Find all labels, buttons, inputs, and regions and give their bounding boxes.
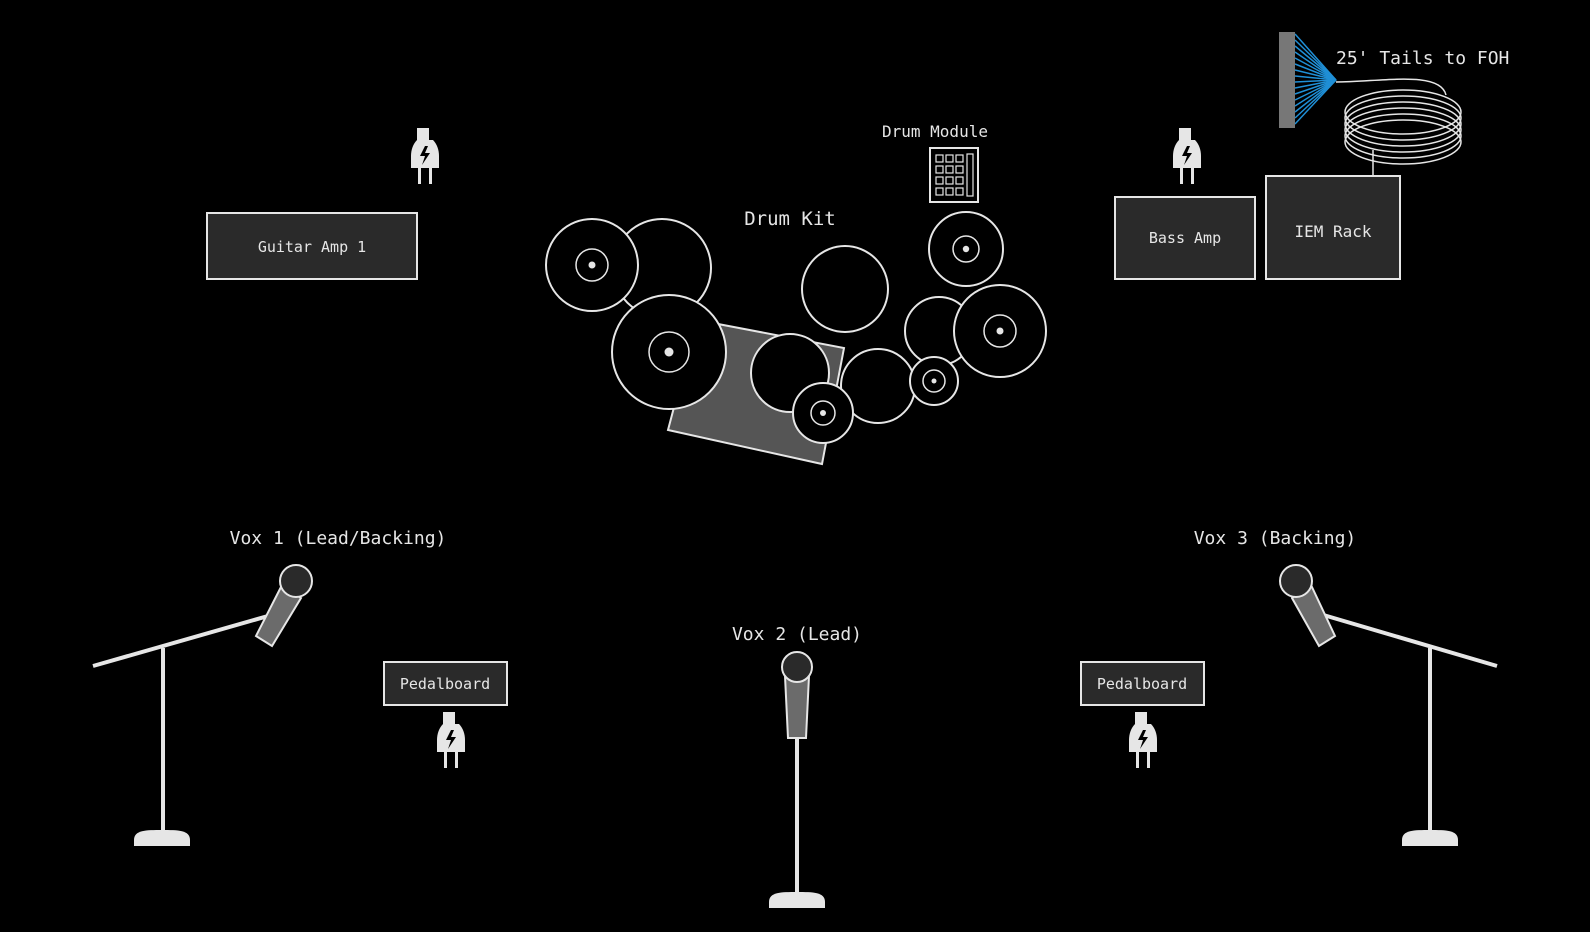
drum-module-pad <box>935 165 944 174</box>
power-plug-icon <box>1129 712 1157 768</box>
cymbal-center <box>962 245 970 253</box>
tails-label: 25' Tails to FOH <box>1336 48 1509 69</box>
drum-module-pad <box>945 154 954 163</box>
drum-module-pad <box>935 154 944 163</box>
snake-fan-line <box>1294 51 1337 81</box>
iem-rack[interactable]: IEM Rack <box>1265 175 1401 280</box>
drum-module-icon[interactable] <box>929 147 979 203</box>
snake-fan-line <box>1294 79 1337 89</box>
cymbal-center <box>664 347 674 357</box>
cymbal-center <box>820 410 826 416</box>
drum-module-pad <box>955 154 964 163</box>
snake-fan-line <box>1294 39 1337 81</box>
pedalboard-right-label: Pedalboard <box>1097 675 1187 693</box>
snake-fan-line <box>1294 79 1337 101</box>
drum-module-pad <box>955 176 964 185</box>
drum-module-pad <box>945 176 954 185</box>
cable-coil-loop <box>1344 119 1462 165</box>
cymbal-center <box>996 327 1004 335</box>
cymbal-bell <box>575 248 609 282</box>
cymbal-bell <box>648 331 690 373</box>
iem-rack-label: IEM Rack <box>1294 222 1371 241</box>
vox2-mic-stand[interactable] <box>769 651 825 908</box>
bass-amp-label: Bass Amp <box>1149 229 1221 247</box>
vox1-label: Vox 1 (Lead/Backing) <box>230 528 447 549</box>
drum-kit[interactable] <box>545 211 1047 466</box>
power-plug-icon <box>437 712 465 768</box>
cable-coil <box>1335 78 1462 178</box>
drum-module-label: Drum Module <box>882 122 988 141</box>
drum-module-pad <box>955 165 964 174</box>
drum-module-pad <box>935 176 944 185</box>
snake-fan-line <box>1294 75 1337 81</box>
pedalboard-right[interactable]: Pedalboard <box>1080 661 1205 706</box>
cable-coil-loop <box>1344 95 1462 141</box>
power-plug-icon <box>411 128 439 184</box>
vox3-mic-stand[interactable] <box>1279 564 1498 846</box>
guitar-amp[interactable]: Guitar Amp 1 <box>206 212 418 280</box>
cymbal-bell <box>952 235 980 263</box>
vox3-label: Vox 3 (Backing) <box>1194 528 1357 549</box>
guitar-amp-label: Guitar Amp 1 <box>258 238 366 256</box>
microphone-icon[interactable] <box>254 564 313 648</box>
drum-module-pad <box>955 187 964 196</box>
snake-fan-line <box>1294 57 1337 81</box>
cymbal-bell <box>922 369 946 393</box>
snake-connector <box>1279 32 1295 128</box>
cymbal-bell <box>983 314 1017 348</box>
snake-fan-line <box>1294 79 1337 83</box>
snake-fan-line <box>1294 79 1337 95</box>
cable-coil-loop <box>1344 113 1462 159</box>
microphone-icon[interactable] <box>1279 564 1337 648</box>
drum-module-pad <box>945 165 954 174</box>
cable-coil-loop <box>1344 107 1462 153</box>
microphone-icon[interactable] <box>781 651 813 739</box>
snake-fan-line <box>1294 69 1337 81</box>
vox1-mic-stand[interactable] <box>92 564 313 846</box>
drum-kit-label: Drum Kit <box>744 208 836 230</box>
snake-fan-line <box>1294 45 1337 81</box>
drum-module-pad <box>945 187 954 196</box>
cymbal-bell <box>810 400 836 426</box>
snake-fan-line <box>1294 79 1337 125</box>
cymbal-center <box>588 261 596 269</box>
vox2-label: Vox 2 (Lead) <box>732 624 862 645</box>
pedalboard-left[interactable]: Pedalboard <box>383 661 508 706</box>
power-plug-icon <box>1173 128 1201 184</box>
snake-fan-line <box>1294 79 1337 107</box>
bass-amp[interactable]: Bass Amp <box>1114 196 1256 280</box>
snake-fanout-icon <box>1279 32 1337 128</box>
cable-coil-loop <box>1344 101 1462 147</box>
snake-fan-line <box>1294 63 1337 81</box>
drum-module-pad <box>935 187 944 196</box>
cymbal-center <box>931 378 937 384</box>
cable-coil-loop <box>1344 89 1462 135</box>
drum-icon[interactable] <box>801 245 889 333</box>
pedalboard-left-label: Pedalboard <box>400 675 490 693</box>
